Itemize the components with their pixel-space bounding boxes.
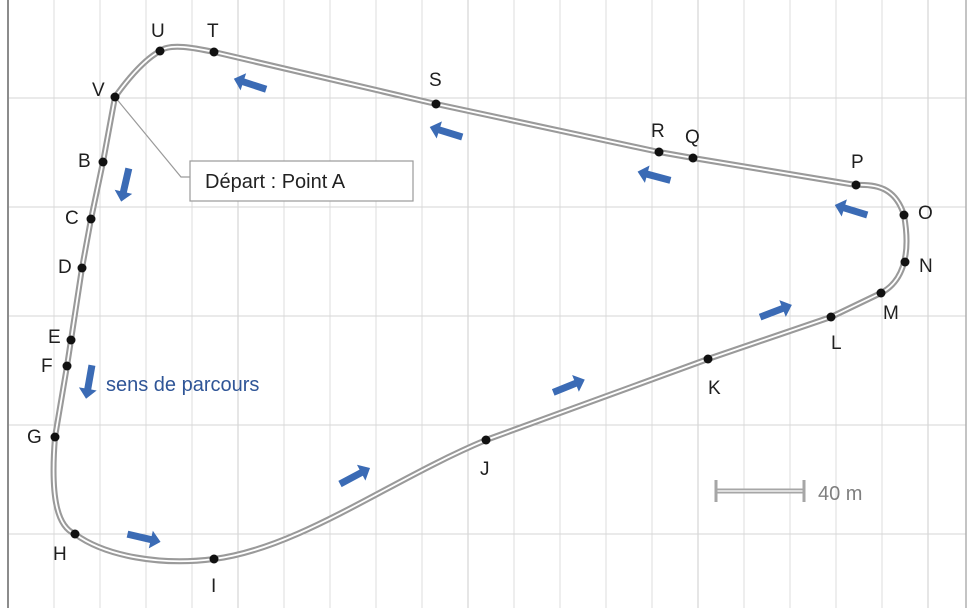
point-U: U [151,21,165,56]
point-O: O [899,203,933,224]
point-label: V [92,80,105,101]
point-I: I [209,554,219,597]
point-marker [70,529,80,539]
point-marker [688,153,698,163]
point-B: B [78,151,108,172]
callout-box [189,160,414,202]
point-label: E [48,327,61,348]
direction-arrow [338,464,371,488]
point-label: N [919,256,933,277]
point-E: E [48,327,76,348]
point-marker [703,354,713,364]
direction-arrow [233,73,268,93]
point-marker [66,335,76,345]
point-N: N [900,256,933,277]
point-D: D [58,257,87,278]
point-label: H [53,544,67,565]
point-label: T [207,21,219,42]
point-P: P [851,152,864,190]
point-marker [209,554,219,564]
direction-arrow [429,121,464,141]
point-S: S [429,70,442,109]
point-label: Q [685,127,700,148]
direction-arrow [551,375,585,396]
point-marker [876,288,886,298]
point-label: M [883,303,899,324]
point-label: G [27,427,42,448]
point-marker [86,214,96,224]
direction-arrow [834,199,869,219]
point-marker [900,257,910,267]
point-label: L [831,333,842,354]
point-label: O [918,203,933,224]
point-G: G [27,427,60,448]
point-label: B [78,151,91,172]
point-marker [431,99,441,109]
point-M: M [876,288,899,324]
point-T: T [207,21,219,57]
point-L: L [826,312,842,354]
point-marker [50,432,60,442]
point-label: D [58,257,72,278]
scale-bar: 40 m [714,480,862,505]
point-marker [851,180,861,190]
callout-text: Départ : Point A [205,171,346,193]
direction-arrow [637,165,672,184]
point-marker [62,361,72,371]
point-Q: Q [685,127,700,163]
point-marker [110,92,120,102]
track-outer-rail [50,43,910,565]
point-J: J [480,435,491,480]
point-label: K [708,378,721,399]
point-H: H [53,529,80,565]
callout-leader-line [114,96,190,178]
point-label: I [211,576,216,597]
track-inner-line [52,45,908,563]
point-marker [209,47,219,57]
point-marker [155,46,165,56]
point-label: J [480,459,490,480]
point-label: P [851,152,864,173]
point-label: R [651,121,665,142]
scale-bar-label: 40 m [818,483,862,505]
point-marker [98,157,108,167]
point-C: C [65,208,96,229]
point-label: U [151,21,165,42]
point-F: F [41,356,72,377]
direction-arrow [78,364,97,399]
direction-arrow [126,530,161,549]
point-marker [899,210,909,220]
point-marker [654,147,664,157]
point-marker [481,435,491,445]
point-marker [77,263,87,273]
point-K: K [703,354,721,399]
point-V: V [92,80,120,102]
point-label: S [429,70,442,91]
point-label: F [41,356,53,377]
direction-arrows [78,73,869,549]
background-grid [7,0,966,608]
point-R: R [651,121,665,157]
direction-arrow [114,167,133,202]
direction-arrow [758,300,792,321]
point-marker [826,312,836,322]
point-label: C [65,208,79,229]
direction-caption: sens de parcours [106,374,259,396]
